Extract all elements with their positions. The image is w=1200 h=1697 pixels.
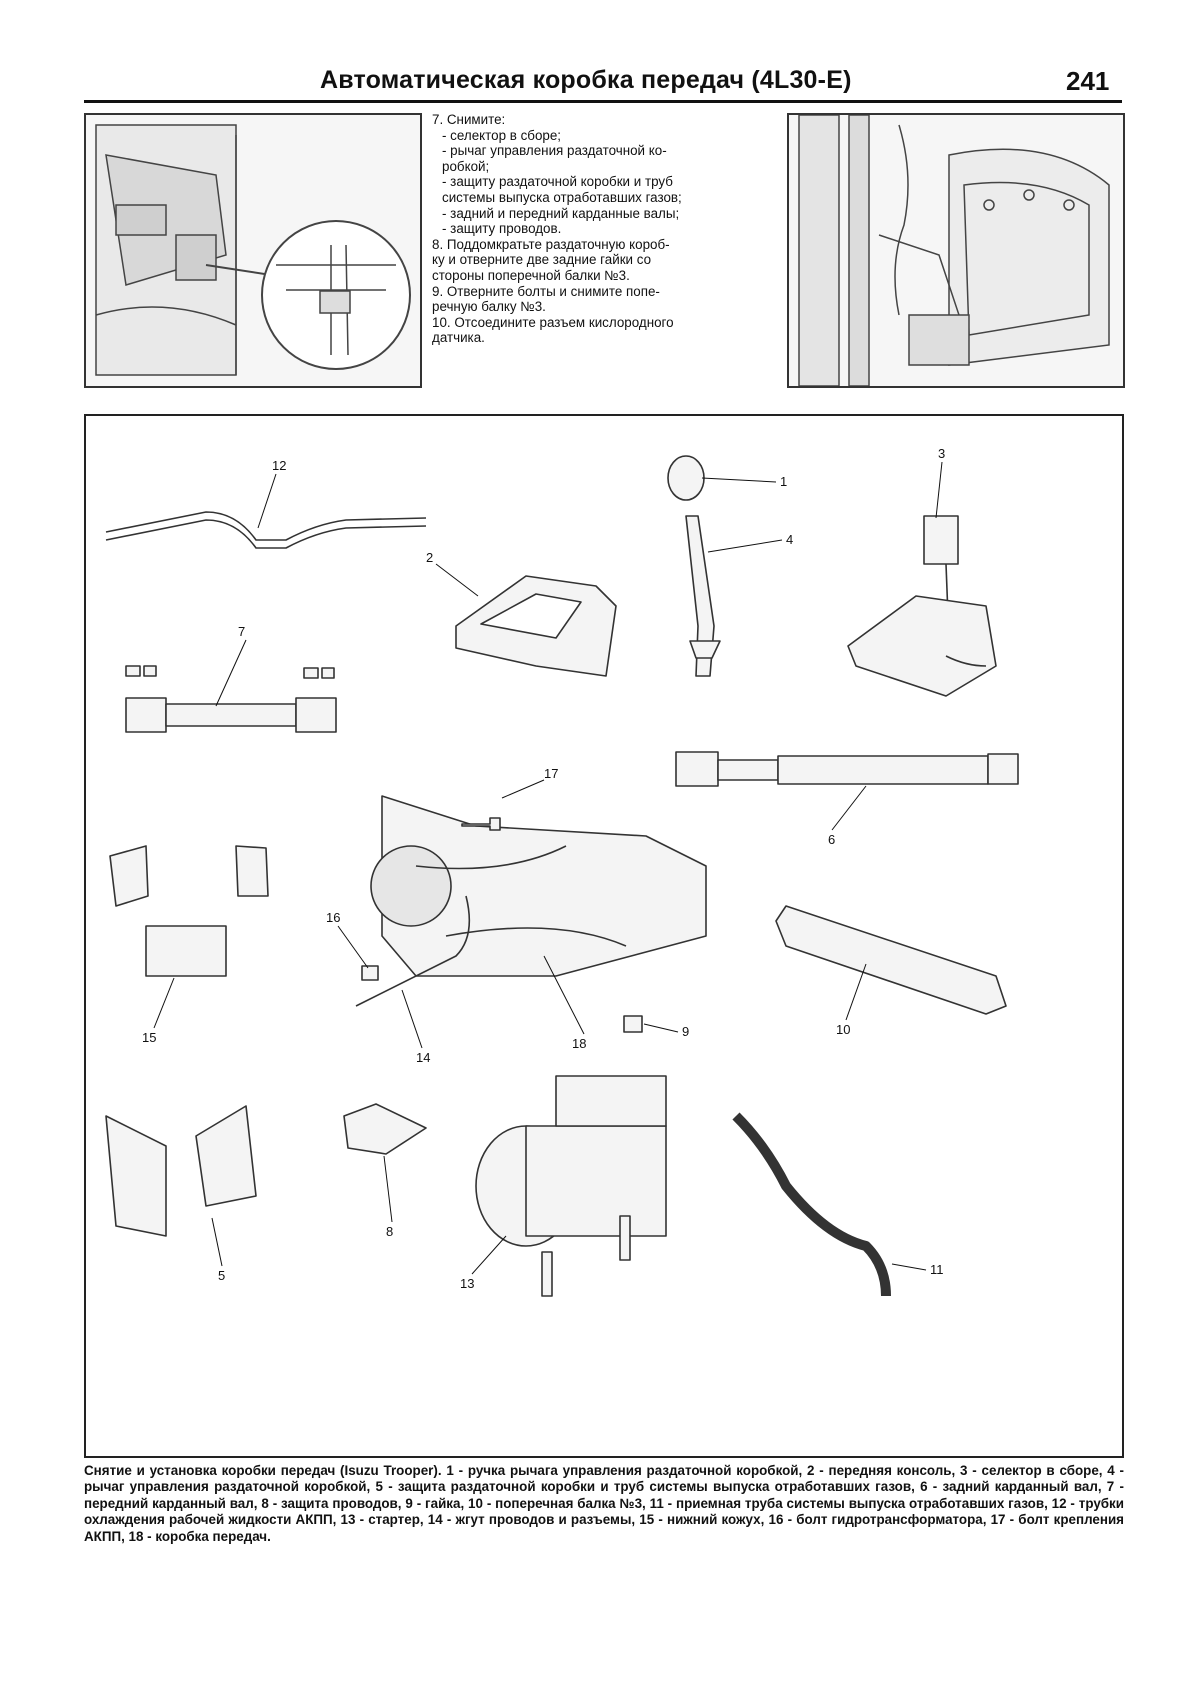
removal-illustration-right xyxy=(787,113,1125,388)
callout-9: 9 xyxy=(682,1024,689,1039)
callout-6: 6 xyxy=(828,832,835,847)
step-line: речную балку №3. xyxy=(432,299,546,315)
part-knob xyxy=(667,455,705,501)
part-converter-bolt xyxy=(361,965,379,981)
callout-12: 12 xyxy=(272,458,286,473)
step-line: датчика. xyxy=(432,330,485,346)
instruction-steps: 7. Снимите: - селектор в сборе; - рычаг … xyxy=(432,112,772,346)
part-mount-bolt xyxy=(461,817,501,831)
part-selector xyxy=(847,515,997,697)
part-lower-cover xyxy=(109,845,269,977)
step-line: 9. Отверните болты и снимите попе- xyxy=(432,283,660,299)
callout-14: 14 xyxy=(416,1050,430,1065)
callout-10: 10 xyxy=(836,1022,850,1037)
header-divider xyxy=(84,100,1122,103)
removal-illustration-left xyxy=(84,113,422,388)
step-line: - рычаг управления раздаточной ко- xyxy=(442,143,667,159)
part-exhaust-pipe xyxy=(732,1112,891,1297)
callout-3: 3 xyxy=(938,446,945,461)
callout-5: 5 xyxy=(218,1268,225,1283)
callout-2: 2 xyxy=(426,550,433,565)
callout-17: 17 xyxy=(544,766,558,781)
part-crossmember xyxy=(775,905,1007,1015)
callout-15: 15 xyxy=(142,1030,156,1045)
part-cooler-lines xyxy=(105,511,427,549)
part-wiring-harness xyxy=(355,895,471,1007)
page-number: 241 xyxy=(1066,66,1110,96)
step-line: стороны поперечной балки №3. xyxy=(432,267,630,283)
step-line: - селектор в сборе; xyxy=(442,127,562,143)
callout-18: 18 xyxy=(572,1036,586,1051)
figure-caption: Снятие и установка коробки передач (Isuz… xyxy=(84,1463,1124,1544)
callout-16: 16 xyxy=(326,910,340,925)
part-starter xyxy=(475,1075,667,1297)
page-title: Автоматическая коробка передач (4L30-E) xyxy=(320,66,852,94)
callout-11: 11 xyxy=(930,1262,944,1277)
part-rear-driveshaft xyxy=(675,751,1019,787)
step-line: 10. Отсоедините разъем кислородного xyxy=(432,314,674,330)
callout-8: 8 xyxy=(386,1224,393,1239)
step-line: 8. Поддомкратьте раздаточную короб- xyxy=(432,236,670,252)
step-line: 7. Снимите: xyxy=(432,112,506,127)
step-line: системы выпуска отработавших газов; xyxy=(442,189,682,205)
callout-1: 1 xyxy=(780,474,787,489)
callout-7: 7 xyxy=(238,624,245,639)
part-wire-protector xyxy=(343,1103,427,1155)
step-line: - задний и передний карданные валы; xyxy=(442,205,680,221)
part-nut xyxy=(623,1015,643,1033)
step-line: робкой; xyxy=(442,158,490,174)
step-line: - защиту раздаточной коробки и труб xyxy=(442,174,673,190)
step-line: - защиту проводов. xyxy=(442,221,562,237)
exploded-diagram: 12 2 1 4 3 7 17 6 16 14 18 9 10 15 5 8 1… xyxy=(84,414,1124,1458)
part-front-driveshaft xyxy=(125,665,337,733)
part-transfer-lever xyxy=(685,515,715,677)
callout-4: 4 xyxy=(786,532,793,547)
part-shields xyxy=(105,1105,257,1237)
part-transmission xyxy=(370,795,707,977)
step-line: ку и отверните две задние гайки со xyxy=(432,252,652,268)
callout-13: 13 xyxy=(460,1276,474,1291)
